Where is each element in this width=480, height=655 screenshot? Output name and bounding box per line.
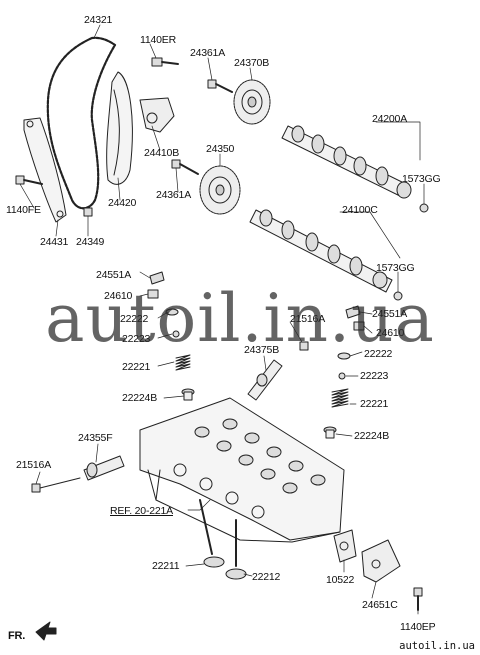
site-tag: autoil.in.ua [396, 639, 478, 653]
label-24350: 24350 [206, 143, 235, 155]
valve-bores [173, 463, 265, 519]
pivot-24610-right [353, 321, 365, 331]
label-24321: 24321 [84, 14, 113, 26]
label-1140ep: 1140EP [400, 621, 436, 633]
cam-bearing-caps [194, 418, 326, 494]
valve-spring-left [175, 354, 191, 371]
label-1573gg-top: 1573GG [402, 173, 441, 185]
label-24361a-top: 24361A [190, 47, 226, 59]
label-22222-left: 22222 [120, 313, 149, 325]
label-1573gg-mid: 1573GG [376, 262, 415, 274]
cylinder-head [139, 397, 345, 543]
label-22211: 22211 [152, 560, 180, 572]
bolt-24349 [83, 207, 93, 217]
label-22223-left: 22223 [122, 333, 151, 345]
spring-seat-right [323, 426, 337, 439]
chain-tensioner [139, 97, 175, 133]
bolt-24361a-mid [171, 159, 199, 175]
label-22224b-left: 22224B [122, 392, 158, 404]
label-24370b: 24370B [234, 57, 270, 69]
oil-control-valve-24355f [83, 455, 125, 481]
chain-guide [106, 71, 133, 185]
exhaust-sprocket [233, 79, 271, 125]
tensioner-arm [23, 117, 67, 223]
label-24431: 24431 [40, 236, 69, 248]
label-1140fe: 1140FE [6, 204, 41, 216]
label-24349: 24349 [76, 236, 105, 248]
label-24651c: 24651C [362, 599, 398, 611]
intake-valve-22211 [199, 499, 225, 568]
label-24610-left: 24610 [104, 290, 133, 302]
label-22212: 22212 [252, 571, 281, 583]
front-direction-arrow-icon [35, 621, 57, 641]
label-10522: 10522 [326, 574, 355, 586]
bolt-1140er [151, 57, 179, 67]
oil-control-valve-24375b [247, 359, 283, 401]
label-24100c: 24100C [342, 204, 378, 216]
plug-1573gg-top [419, 203, 429, 213]
label-21516a-left: 21516A [16, 459, 52, 471]
intake-sprocket [199, 165, 241, 215]
label-24610-right: 24610 [376, 327, 405, 339]
label-24420: 24420 [108, 197, 137, 209]
label-22221-left: 22221 [122, 361, 151, 373]
label-24200a: 24200A [372, 113, 408, 125]
label-22222-right: 22222 [364, 348, 393, 360]
exhaust-camshaft [281, 125, 412, 199]
pivot-24610-left [147, 289, 159, 299]
retainer-22222-left [165, 308, 179, 316]
label-24551a-right: 24551A [372, 308, 408, 320]
exhaust-valve-22212 [225, 519, 247, 580]
label-24410b: 24410B [144, 147, 180, 159]
seal-22223-left [172, 330, 180, 338]
label-21516a-right: 21516A [290, 313, 326, 325]
leader-lines [19, 24, 425, 615]
label-front: FR. [8, 630, 26, 642]
lash-adjuster-left [149, 271, 165, 285]
spring-seat-left [181, 388, 195, 401]
lash-adjuster-right [345, 305, 361, 319]
cover-10522 [333, 529, 357, 563]
timing-chain [46, 36, 117, 210]
label-1140er: 1140ER [140, 34, 176, 46]
label-24551a-left: 24551A [96, 269, 132, 281]
label-24361a-mid: 24361A [156, 189, 192, 201]
bolt-21516a-left [31, 477, 81, 493]
label-ref-20-221a: REF. 20-221A [110, 505, 173, 517]
label-22223-right: 22223 [360, 370, 389, 382]
bolt-21516a-right [299, 341, 309, 351]
intake-camshaft [249, 209, 393, 293]
retainer-22222-right [337, 352, 351, 360]
seal-22223-right [338, 372, 346, 380]
cover-24651c [361, 539, 401, 583]
bolt-1140ep [413, 587, 423, 611]
label-22224b-right: 22224B [354, 430, 390, 442]
plug-1573gg-mid [393, 291, 403, 301]
label-24375b: 24375B [244, 344, 280, 356]
bolt-24361a-top [207, 79, 233, 93]
label-22221-right: 22221 [360, 398, 389, 410]
valve-spring-right [331, 388, 349, 408]
label-24355f: 24355F [78, 432, 113, 444]
